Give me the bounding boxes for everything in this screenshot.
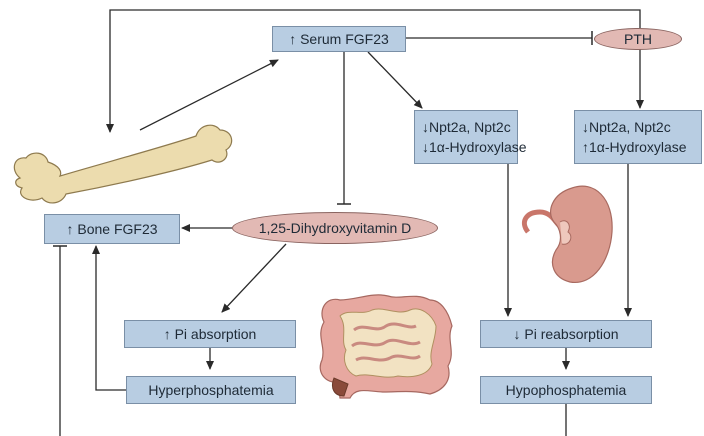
vitd-to-pi-absorption-arrow [222, 244, 286, 312]
kidney-illustration [524, 186, 612, 282]
vitamin-d-label: 1,25-Dihydroxyvitamin D [259, 220, 412, 236]
pi-absorption-label: ↑ Pi absorption [164, 326, 257, 342]
pth-label: PTH [624, 31, 652, 47]
serum-fgf23-label: ↑ Serum FGF23 [289, 31, 389, 47]
npt-left-line-2: ↓1α-Hydroxylase [422, 137, 527, 157]
serum-to-npt-arrow [368, 52, 422, 108]
hyperphosphatemia-box: Hyperphosphatemia [126, 376, 296, 404]
npt-left-line-1: ↓Npt2a, Npt2c [422, 117, 511, 137]
pi-reabsorption-box: ↓ Pi reabsorption [480, 320, 652, 348]
bone-fgf23-box: ↑ Bone FGF23 [44, 214, 180, 244]
npt-right-line-1: ↓Npt2a, Npt2c [582, 117, 671, 137]
hyperphosphatemia-label: Hyperphosphatemia [148, 382, 273, 398]
pi-reabsorption-label: ↓ Pi reabsorption [513, 326, 618, 342]
vitamin-d-node: 1,25-Dihydroxyvitamin D [232, 212, 438, 244]
npt-right-box: ↓Npt2a, Npt2c ↑1α-Hydroxylase [574, 110, 702, 164]
npt-right-line-2: ↑1α-Hydroxylase [582, 137, 687, 157]
hypophosphatemia-label: Hypophosphatemia [506, 382, 627, 398]
serum-fgf23-box: ↑ Serum FGF23 [272, 26, 406, 52]
bone-illustration [14, 125, 231, 203]
hypophosphatemia-box: Hypophosphatemia [480, 376, 652, 404]
pth-node: PTH [594, 28, 682, 50]
pi-absorption-box: ↑ Pi absorption [124, 320, 296, 348]
intestine-illustration [320, 295, 452, 398]
npt-left-box: ↓Npt2a, Npt2c ↓1α-Hydroxylase [414, 110, 518, 164]
hyper-to-bone-fgf23-arrow [96, 246, 126, 390]
bone-fgf23-label: ↑ Bone FGF23 [66, 221, 157, 237]
bone-to-serum-arrow [140, 60, 278, 130]
